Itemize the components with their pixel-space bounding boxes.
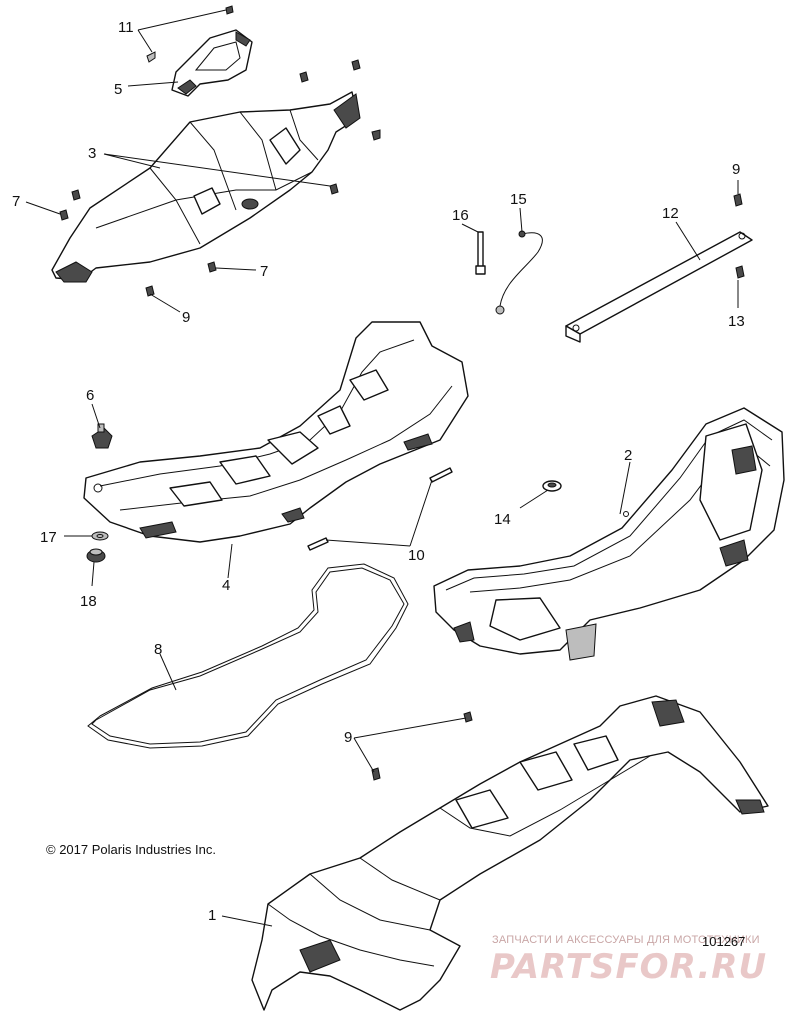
callout-3: 3 (88, 145, 96, 162)
callout-8: 8 (154, 641, 162, 658)
screw-11 (146, 5, 234, 63)
callout-18: 18 (80, 593, 97, 610)
watermark-logo: PARTSFOR.RU (490, 947, 768, 987)
callout-17: 17 (40, 529, 57, 546)
part-8-seal (87, 563, 409, 749)
screw-13 (735, 265, 745, 279)
part-16-pin (475, 231, 486, 275)
callout-12: 12 (662, 205, 679, 222)
screw-mid-3 (329, 183, 339, 195)
callout-2: 2 (624, 447, 632, 464)
callout-14: 14 (494, 511, 511, 528)
screw-7a (59, 209, 69, 221)
callout-9-right: 9 (732, 161, 740, 178)
part-5-bracket (171, 29, 253, 97)
callout-1: 1 (208, 907, 216, 924)
part-12-strap (565, 231, 753, 343)
callout-15: 15 (510, 191, 527, 208)
part-1-body-panel (251, 695, 769, 1011)
diagram-reference-number: 101267 (702, 934, 746, 949)
screw-7b (207, 261, 217, 273)
part-2-storage-box (433, 407, 785, 661)
leader-lines (25, 9, 739, 927)
copyright-notice: © 2017 Polaris Industries Inc. (46, 842, 216, 857)
callout-9-lower: 9 (344, 729, 352, 746)
screw-9b (733, 193, 743, 207)
callout-10: 10 (408, 547, 425, 564)
watermark-caption: ЗАПЧАСТИ И АКСЕССУАРЫ ДЛЯ МОТОТЕХНИКИ (492, 934, 760, 946)
callout-11: 11 (118, 19, 134, 36)
part-18-grommet (86, 548, 106, 563)
callout-4: 4 (222, 577, 230, 594)
part-15-cable (495, 230, 543, 315)
part-4-skid-plate (83, 321, 469, 543)
part-3-front-cover (51, 91, 361, 283)
screw-9a (145, 285, 155, 297)
part-14-plug (542, 480, 562, 492)
callout-7-left: 7 (12, 193, 20, 210)
callout-7-bottom: 7 (260, 263, 268, 280)
callout-9-left: 9 (182, 309, 190, 326)
screw-top-a (299, 71, 309, 83)
part-17-washer (91, 531, 109, 541)
callout-labels: 11 5 3 7 7 9 9 9 12 13 15 16 6 2 14 17 1… (12, 19, 745, 924)
callout-6: 6 (86, 387, 94, 404)
screw-right-3 (371, 129, 381, 141)
screw-top-b (351, 59, 361, 71)
callout-16: 16 (452, 207, 469, 224)
screw-left-3 (71, 189, 81, 201)
screws (59, 5, 745, 781)
part-6-fastener (91, 423, 113, 449)
screw-9c-upper (463, 711, 473, 723)
callout-5: 5 (114, 81, 122, 98)
callout-13: 13 (728, 313, 745, 330)
screw-9c-lower (371, 767, 381, 781)
part-10-rods (307, 467, 453, 551)
